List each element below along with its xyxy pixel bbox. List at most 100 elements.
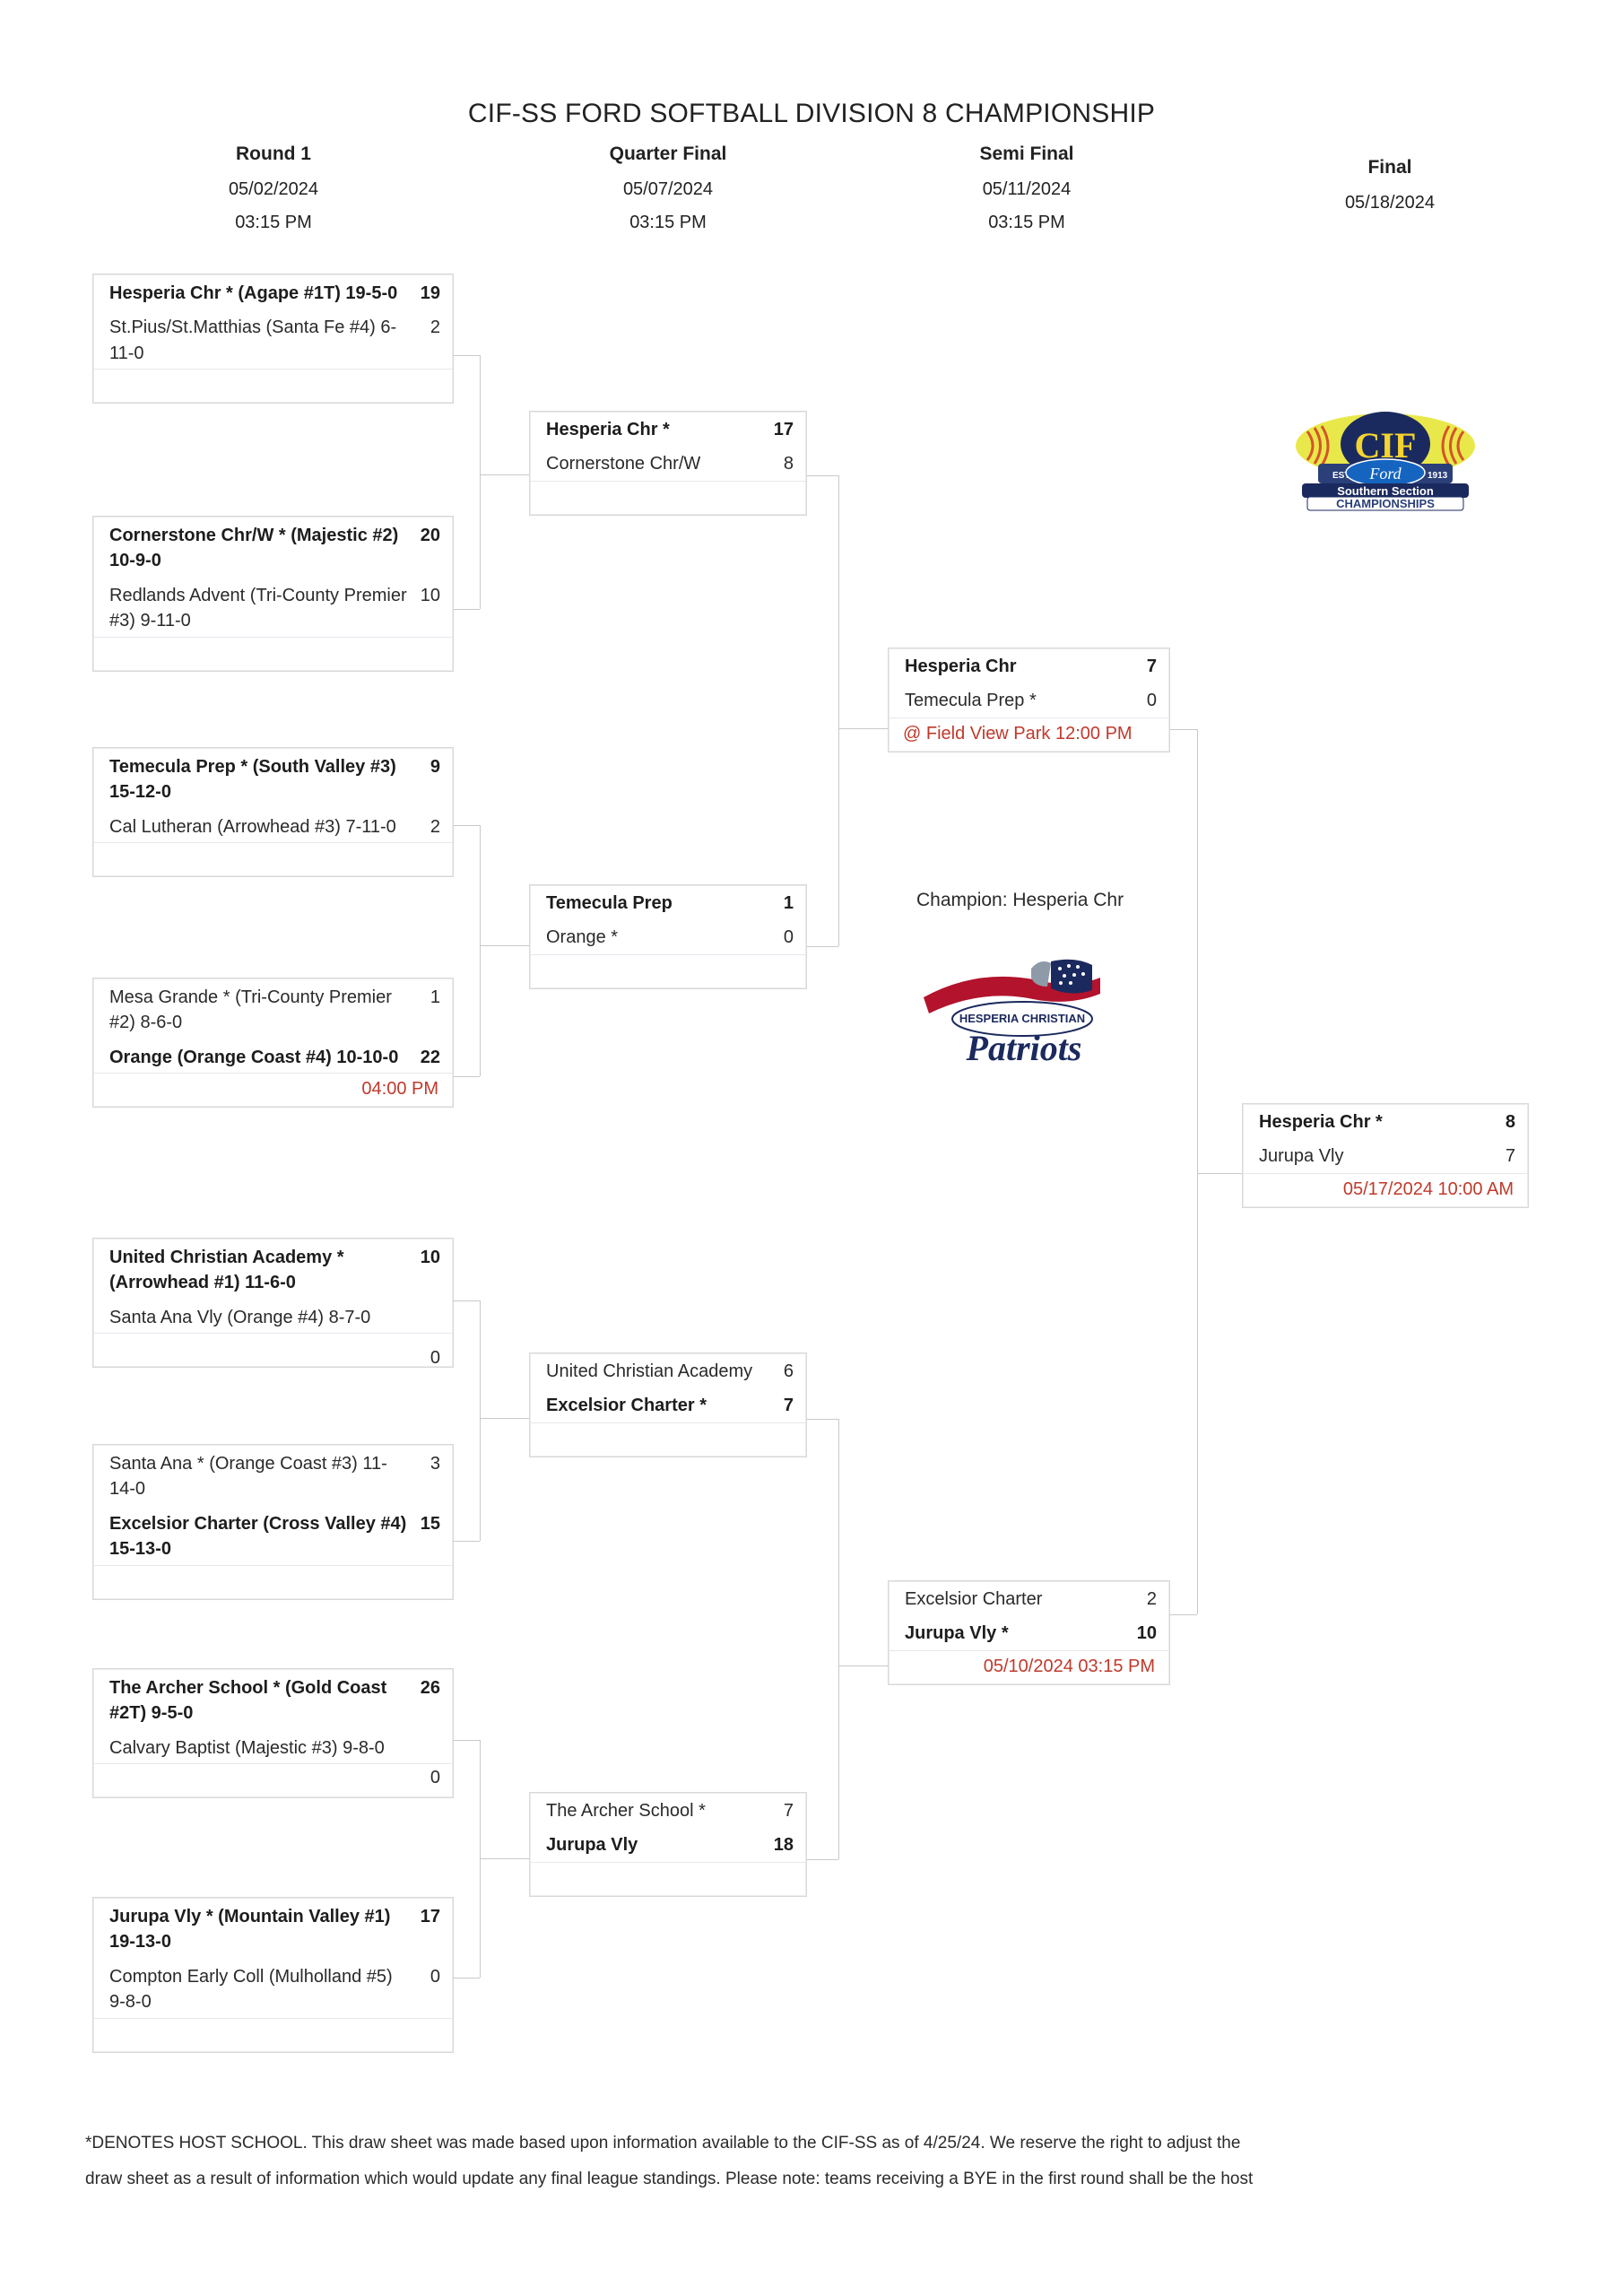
match-footer xyxy=(93,1564,453,1599)
page-title: CIF-SS FORD SOFTBALL DIVISION 8 CHAMPION… xyxy=(467,99,1156,128)
footer-line-2: draw sheet as a result of information wh… xyxy=(85,2169,1254,2188)
team-row-bottom[interactable]: Compton Early Coll (Mulholland #5) 9-8-0… xyxy=(93,1958,453,2018)
team-row-top[interactable]: Temecula Prep * (South Valley #3) 15-12-… xyxy=(93,748,453,808)
match-qf-2[interactable]: Temecula Prep 1 Orange * 0 xyxy=(529,884,807,989)
team-row-top[interactable]: Mesa Grande * (Tri-County Premier #2) 8-… xyxy=(93,978,453,1039)
connector xyxy=(453,825,480,826)
team-name: Cornerstone Chr/W xyxy=(546,454,701,474)
match-r1-2[interactable]: Cornerstone Chr/W * (Majestic #2) 10-9-0… xyxy=(92,516,454,672)
round-header-semi-final: Semi Final 05/11/2024 03:15 PM xyxy=(892,144,1161,246)
team-row-bottom[interactable]: Cal Lutheran (Arrowhead #3) 7-11-0 2 xyxy=(93,808,453,842)
connector xyxy=(807,1859,838,1860)
team-name: Hesperia Chr xyxy=(905,657,1017,676)
team-row-bottom[interactable]: Jurupa Vly 7 xyxy=(1243,1138,1528,1172)
team-row-bottom[interactable]: Jurupa Vly 18 xyxy=(530,1827,806,1861)
connector xyxy=(453,355,480,356)
round-header-final: Final 05/18/2024 xyxy=(1255,157,1524,226)
team-row-bottom[interactable]: Jurupa Vly * 10 xyxy=(889,1615,1169,1649)
team-row-top[interactable]: The Archer School * (Gold Coast #2T) 9-5… xyxy=(93,1669,453,1729)
team-row-bottom[interactable]: Redlands Advent (Tri-County Premier #3) … xyxy=(93,577,453,637)
match-qf-4[interactable]: The Archer School * 7 Jurupa Vly 18 xyxy=(529,1792,807,1897)
team-row-top[interactable]: Santa Ana * (Orange Coast #3) 11-14-0 3 xyxy=(93,1445,453,1505)
team-row-top[interactable]: Excelsior Charter 2 xyxy=(889,1581,1169,1615)
round-header-round-1: Round 1 05/02/2024 03:15 PM xyxy=(139,144,408,246)
team-row-bottom[interactable]: Calvary Baptist (Majestic #3) 9-8-0 0 xyxy=(93,1729,453,1787)
connector xyxy=(480,1858,529,1859)
match-final[interactable]: Hesperia Chr * 8 Jurupa Vly 7 05/17/2024… xyxy=(1242,1103,1529,1208)
team-row-top[interactable]: Hesperia Chr 7 xyxy=(889,648,1169,683)
round-header-time: 03:15 PM xyxy=(629,213,707,232)
team-row-top[interactable]: Hesperia Chr * 8 xyxy=(1243,1104,1528,1138)
connector xyxy=(838,1665,888,1666)
team-row-bottom[interactable]: Cornerstone Chr/W 8 xyxy=(530,446,806,480)
team-name: Temecula Prep * (South Valley #3) 15-12-… xyxy=(109,757,396,803)
team-name: Santa Ana * (Orange Coast #3) 11-14-0 xyxy=(109,1454,387,1500)
team-row-bottom[interactable]: Excelsior Charter (Cross Valley #4) 15-1… xyxy=(93,1505,453,1565)
cif-logo-icon: CIF EST. 1913 Ford Southern Section CHAM… xyxy=(1296,412,1475,511)
round-header-date: 05/02/2024 xyxy=(228,179,319,199)
match-qf-3[interactable]: United Christian Academy 6 Excelsior Cha… xyxy=(529,1352,807,1457)
team-row-top[interactable]: United Christian Academy * (Arrowhead #1… xyxy=(93,1239,453,1299)
svg-text:HESPERIA CHRISTIAN: HESPERIA CHRISTIAN xyxy=(959,1012,1085,1025)
team-score: 20 xyxy=(420,526,440,545)
team-row-top[interactable]: Temecula Prep 1 xyxy=(530,885,806,919)
connector xyxy=(480,474,481,609)
connector xyxy=(1197,729,1198,1173)
team-name: Jurupa Vly * xyxy=(905,1623,1009,1644)
team-name: Calvary Baptist (Majestic #3) 9-8-0 xyxy=(109,1737,385,1758)
round-header-name: Round 1 xyxy=(236,144,311,164)
svg-text:1913: 1913 xyxy=(1428,471,1448,481)
team-score: 0 xyxy=(430,1767,440,1787)
connector xyxy=(453,1740,480,1741)
match-footer xyxy=(530,480,806,515)
team-row-top[interactable]: United Christian Academy 6 xyxy=(530,1353,806,1387)
connector xyxy=(453,1978,480,1979)
match-footer xyxy=(93,1333,453,1367)
team-name: United Christian Academy * (Arrowhead #1… xyxy=(109,1248,344,1293)
team-row-top[interactable]: The Archer School * 7 xyxy=(530,1793,806,1827)
team-row-top[interactable]: Hesperia Chr * 17 xyxy=(530,412,806,446)
champion-label: Champion: Hesperia Chr xyxy=(916,890,1124,910)
team-row-bottom[interactable]: Excelsior Charter * 7 xyxy=(530,1387,806,1422)
patriots-logo-icon: HESPERIA CHRISTIAN Patriots xyxy=(924,959,1100,1068)
team-score: 18 xyxy=(773,1835,794,1856)
team-score: 0 xyxy=(430,1347,440,1368)
match-sf-1[interactable]: Hesperia Chr 7 Temecula Prep * 0 @ Field… xyxy=(888,648,1170,752)
team-row-top[interactable]: Hesperia Chr * (Agape #1T) 19-5-0 19 xyxy=(93,274,453,309)
match-r1-5[interactable]: United Christian Academy * (Arrowhead #1… xyxy=(92,1238,454,1369)
match-r1-8[interactable]: Jurupa Vly * (Mountain Valley #1) 19-13-… xyxy=(92,1897,454,2053)
team-row-bottom[interactable]: Orange (Orange Coast #4) 10-10-0 22 xyxy=(93,1039,453,1073)
team-score: 0 xyxy=(783,927,794,948)
connector xyxy=(453,609,480,610)
match-r1-3[interactable]: Temecula Prep * (South Valley #3) 15-12-… xyxy=(92,747,454,878)
match-r1-7[interactable]: The Archer School * (Gold Coast #2T) 9-5… xyxy=(92,1668,454,1799)
team-row-top[interactable]: Jurupa Vly * (Mountain Valley #1) 19-13-… xyxy=(93,1898,453,1958)
match-qf-1[interactable]: Hesperia Chr * 17 Cornerstone Chr/W 8 xyxy=(529,411,807,516)
team-name: Santa Ana Vly (Orange #4) 8-7-0 xyxy=(109,1307,371,1327)
team-row-bottom[interactable]: Temecula Prep * 0 xyxy=(889,683,1169,717)
team-row-bottom[interactable]: St.Pius/St.Matthias (Santa Fe #4) 6-11-0… xyxy=(93,309,453,369)
connector xyxy=(838,728,888,729)
round-header-date: 05/11/2024 xyxy=(982,179,1072,199)
connector xyxy=(838,1665,839,1859)
team-score: 1 xyxy=(430,987,440,1007)
match-r1-1[interactable]: Hesperia Chr * (Agape #1T) 19-5-0 19 St.… xyxy=(92,274,454,404)
connector xyxy=(807,946,838,947)
match-footer xyxy=(93,842,453,876)
team-row-bottom[interactable]: Santa Ana Vly (Orange #4) 8-7-0 0 xyxy=(93,1299,453,1368)
team-score: 8 xyxy=(1505,1112,1515,1132)
team-name: Cal Lutheran (Arrowhead #3) 7-11-0 xyxy=(109,816,396,837)
match-footer xyxy=(93,1763,453,1797)
footer-disclaimer: *DENOTES HOST SCHOOL. This draw sheet wa… xyxy=(85,2126,1547,2197)
team-score: 22 xyxy=(420,1047,440,1067)
match-sf-2[interactable]: Excelsior Charter 2 Jurupa Vly * 10 05/1… xyxy=(888,1580,1170,1685)
round-header-name: Quarter Final xyxy=(609,144,727,164)
team-name: United Christian Academy xyxy=(546,1361,753,1381)
match-r1-6[interactable]: Santa Ana * (Orange Coast #3) 11-14-0 3 … xyxy=(92,1444,454,1600)
team-row-bottom[interactable]: Orange * 0 xyxy=(530,919,806,953)
team-score: 7 xyxy=(1146,657,1157,676)
team-score: 10 xyxy=(420,1248,440,1267)
team-name: St.Pius/St.Matthias (Santa Fe #4) 6-11-0 xyxy=(109,317,397,363)
team-row-top[interactable]: Cornerstone Chr/W * (Majestic #2) 10-9-0… xyxy=(93,517,453,577)
match-r1-4[interactable]: Mesa Grande * (Tri-County Premier #2) 8-… xyxy=(92,978,454,1109)
